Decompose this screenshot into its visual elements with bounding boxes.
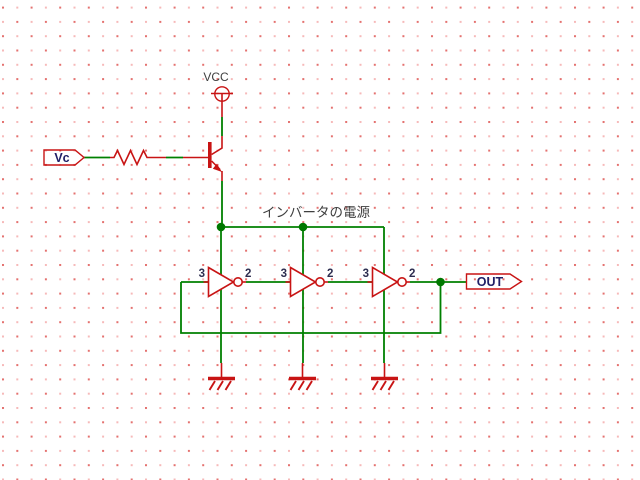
gate1-input-pin-number: 3 [199, 268, 205, 280]
output-port-out[interactable]: OUT [465, 273, 523, 290]
ground2-hatch-icon [289, 380, 313, 391]
junction-dot-rail-mid[interactable] [298, 222, 308, 232]
output-port-label: OUT [477, 275, 504, 289]
output-port-shape [465, 273, 523, 290]
gate2-bubble [314, 276, 325, 287]
inverter-gate-3[interactable]: 3 2 [363, 266, 416, 298]
vcc-power-symbol[interactable]: VCC [203, 70, 233, 117]
gate1-triangle [207, 266, 236, 298]
ground-symbol-3[interactable] [371, 363, 398, 391]
junction-dot-output[interactable] [436, 277, 445, 287]
net-label-inverter-power[interactable]: インバータの電源 [262, 205, 370, 220]
input-port-label: Vc [54, 151, 69, 165]
transistor-base-bar [208, 142, 212, 168]
gate3-output-pin-number: 2 [409, 268, 415, 280]
junctions [216, 222, 445, 287]
input-port-vc[interactable]: Vc [43, 149, 86, 166]
transistor-emitter-arrow-icon [212, 163, 222, 172]
gate2-output-pin-number: 2 [327, 268, 333, 280]
ground-symbol-2[interactable] [289, 363, 316, 391]
resistor-zigzag [110, 148, 166, 167]
gate3-bubble [396, 276, 407, 287]
npn-transistor[interactable] [183, 136, 223, 181]
inverter-gate-2[interactable]: 3 2 [281, 266, 334, 298]
ground3-hatch-icon [371, 380, 395, 391]
input-port-shape [43, 149, 86, 166]
gate3-input-pin-number: 3 [363, 268, 369, 280]
gate1-bubble [233, 276, 244, 287]
inverter-gate-1[interactable]: 3 2 [199, 266, 252, 298]
gate2-triangle [289, 266, 318, 298]
resistor[interactable] [110, 148, 166, 167]
ground-symbol-1[interactable] [208, 363, 235, 391]
gate3-triangle [371, 266, 400, 298]
gate2-input-pin-number: 3 [281, 268, 287, 280]
wires [84, 117, 467, 363]
transistor-collector [211, 136, 223, 156]
ground1-hatch-icon [208, 380, 232, 391]
junction-dot-rail-left[interactable] [216, 222, 226, 232]
wire-feedback-loop[interactable] [180, 282, 442, 334]
vcc-label: VCC [203, 70, 229, 84]
gate1-output-pin-number: 2 [245, 268, 251, 280]
